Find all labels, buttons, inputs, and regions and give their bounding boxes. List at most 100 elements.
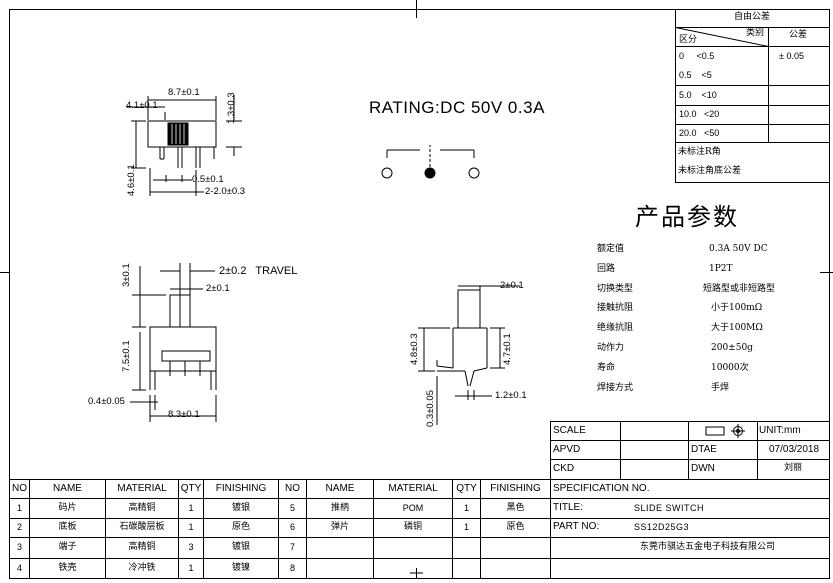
bom-cell-finishing: 镀银: [231, 542, 250, 552]
param-value: 10000次: [711, 362, 749, 373]
dim-side-h1: 4.8±0.3: [409, 333, 420, 365]
apvd-label: APVD: [553, 444, 581, 455]
bom-header-name: NAME: [53, 483, 82, 494]
outer-frame: [9, 9, 830, 579]
tolerance-value-0: ± 0.05: [779, 51, 804, 61]
tolerance-range-4: 20.0 <50: [679, 128, 720, 138]
bom-cell-name: 铁壳: [58, 562, 77, 573]
tolerance-note-1: 未标注R角: [678, 147, 721, 157]
bom-header-material: MATERIAL: [117, 483, 167, 494]
side-view-drawing: [418, 285, 520, 425]
tolerance-header-category: 类别: [746, 28, 765, 38]
bom-cell-qty: 1: [188, 522, 194, 532]
dim-pin-span: 2-2.0±0.3: [205, 186, 246, 197]
part-label: PART NO:: [553, 521, 600, 532]
param-value: 0.3A 50V DC: [709, 244, 768, 254]
param-label: 接触抗阻: [597, 303, 634, 314]
ckd-label: CKD: [553, 463, 575, 474]
dim-knob-width: 2±0.1: [206, 283, 230, 294]
bom-cell-finishing: 原色: [231, 522, 250, 532]
param-value: 200±50g: [711, 343, 753, 353]
bom-cell-finishing: 镀镍: [231, 562, 250, 573]
param-label: 动作力: [597, 343, 625, 353]
bom-cell-material: 冷冲铁: [128, 562, 156, 573]
bom-cell-no: 4: [16, 562, 22, 573]
tolerance-header-tolerance: 公差: [789, 30, 808, 40]
param-label: 回路: [597, 263, 616, 274]
bom-header-name: NAME: [325, 483, 355, 494]
bom-grid: [9, 479, 551, 579]
bom-cell-no: 5: [289, 502, 295, 513]
projection-symbol: [705, 424, 745, 438]
dim-pin-width: 0.4±0.05: [88, 396, 125, 407]
bom-cell-qty: 1: [463, 502, 469, 513]
tolerance-range-2: 5.0 <10: [679, 90, 717, 100]
dim-body-height: 7.5±0.1: [121, 340, 132, 372]
rating-text: RATING:DC 50V 0.3A: [369, 98, 545, 117]
date-label: DTAE: [691, 444, 717, 455]
param-value: 小于100mΩ: [711, 303, 763, 314]
param-label: 绝缘抗阻: [597, 323, 634, 334]
part-value: SS12D25G3: [634, 522, 690, 532]
front-view-drawing: [130, 263, 217, 422]
dim-knob-height: 3±0.1: [121, 263, 132, 287]
params-title: 产品参数: [635, 203, 739, 231]
bom-cell-name: 码片: [58, 502, 77, 513]
bom-header-no: NO: [12, 483, 27, 494]
tolerance-title: 自由公差: [734, 12, 771, 22]
unit-text: UNIT:mm: [759, 425, 801, 436]
bom-header-qty: QTY: [456, 483, 477, 494]
dim-side-pin: 1.2±0.1: [495, 390, 527, 401]
param-label: 寿命: [597, 362, 616, 373]
dim-pin-pitch: 0.5±0.1: [192, 174, 224, 185]
bom-header-no: NO: [285, 483, 300, 494]
bom-cell-material: 高精铜: [128, 502, 156, 513]
dim-left-height: 4.6±0.1: [126, 164, 137, 196]
scale-label: SCALE: [553, 425, 586, 436]
bom-cell-no: 8: [289, 562, 295, 573]
param-value: 手焊: [711, 382, 730, 393]
bom-cell-name: 弹片: [330, 522, 349, 532]
spec-label: SPECIFICATION NO.: [553, 483, 650, 494]
bom-cell-material: 石碳酸层板: [119, 522, 165, 532]
title-block-grid: [550, 421, 830, 579]
circuit-symbol: [381, 145, 480, 179]
bom-cell-finishing: 黑色: [506, 502, 525, 513]
dim-travel: 2±0.2 TRAVEL: [219, 265, 298, 277]
bom-cell-name: 底板: [58, 522, 77, 532]
bom-header-qty: QTY: [180, 483, 202, 494]
company-name: 东莞市骐达五金电子科技有限公司: [640, 542, 776, 552]
dwn-label: DWN: [691, 463, 715, 474]
bom-cell-no: 2: [16, 522, 22, 532]
bom-cell-no: 1: [16, 502, 22, 513]
bom-cell-material: 高精铜: [128, 542, 156, 552]
param-value: 短路型或非短路型: [703, 283, 776, 294]
param-value: 1P2T: [709, 263, 733, 274]
bom-cell-material: 磷铜: [403, 522, 422, 532]
dim-side-knob: 2±0.1: [500, 280, 524, 291]
param-label: 焊接方式: [597, 382, 634, 393]
bom-cell-no: 3: [16, 542, 22, 552]
dim-body-width: 8.3±0.1: [168, 409, 200, 420]
tolerance-range-1: 0.5 <5: [679, 70, 712, 80]
bom-cell-finishing: 镀银: [231, 502, 250, 513]
top-view-drawing: [126, 95, 242, 196]
bom-cell-qty: 1: [188, 502, 194, 513]
tolerance-table-grid: [675, 9, 830, 183]
param-value: 大于100MΩ: [711, 323, 763, 334]
dim-top-left: 4.1±0.1: [126, 100, 158, 111]
dim-top-height: 1.3±0.3: [226, 92, 237, 124]
tolerance-range-0: 0 <0.5: [679, 51, 715, 61]
dim-side-thick: 0.3±0.05: [425, 390, 436, 427]
bom-cell-name: 端子: [58, 542, 77, 552]
bom-header-material: MATERIAL: [388, 483, 438, 494]
param-label: 额定值: [597, 244, 625, 254]
date-value: 07/03/2018: [769, 444, 820, 455]
dim-side-h2: 4.7±0.1: [502, 333, 513, 365]
bom-header-finishing: FINISHING: [490, 483, 541, 494]
bom-header-finishing: FINISHING: [215, 483, 267, 494]
bom-cell-name: 推柄: [330, 502, 349, 513]
bom-cell-finishing: 原色: [506, 522, 525, 532]
